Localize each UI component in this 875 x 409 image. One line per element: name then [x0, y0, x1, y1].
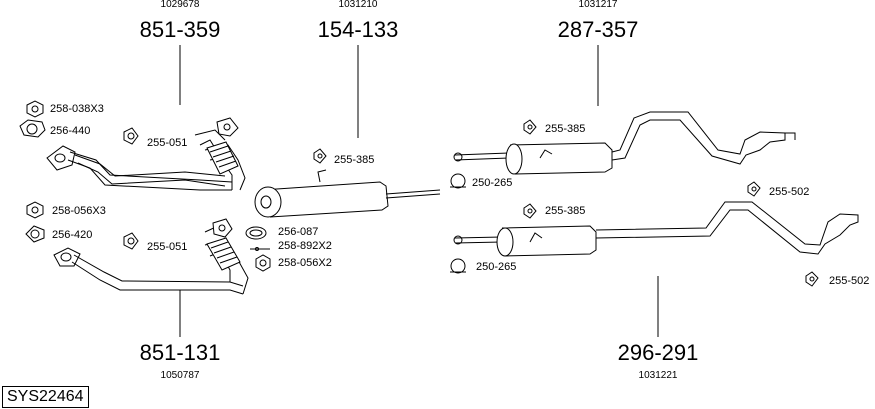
part-number-1[interactable]: 851-359	[139, 17, 221, 42]
centre-muffler-154-133	[255, 170, 440, 217]
label-255-385-mid[interactable]: 255-385	[334, 154, 375, 166]
label-255-051-bottom[interactable]: 255-051	[147, 241, 188, 253]
rear-system-287-357	[454, 112, 795, 174]
label-258-056-mid[interactable]: 258-056X2	[278, 257, 332, 269]
ref-number-4: 1050787	[160, 370, 200, 381]
label-256-420[interactable]: 256-420	[52, 229, 93, 241]
part-number-5[interactable]: 296-291	[617, 340, 699, 365]
ref-number-1: 1029678	[160, 0, 200, 10]
label-258-056-left[interactable]: 258-056X3	[52, 205, 106, 217]
rear-system-296-291	[454, 202, 858, 256]
label-250-265-top[interactable]: 250-265	[472, 177, 513, 189]
ref-number-5: 1031221	[638, 370, 678, 381]
label-255-051-top[interactable]: 255-051	[147, 137, 188, 149]
label-256-440[interactable]: 256-440	[50, 125, 91, 137]
fittings	[20, 101, 818, 286]
part-number-4[interactable]: 851-131	[139, 340, 221, 365]
leader-lines	[180, 45, 658, 337]
label-255-502-top[interactable]: 255-502	[769, 186, 810, 198]
ref-number-3: 1031217	[578, 0, 618, 10]
front-pipe-851-131	[54, 219, 248, 294]
label-250-265-bottom[interactable]: 250-265	[476, 261, 517, 273]
label-258-892[interactable]: 258-892X2	[278, 240, 332, 252]
front-pipe-851-359	[47, 118, 245, 190]
part-number-3[interactable]: 287-357	[557, 17, 639, 42]
label-255-502-bottom[interactable]: 255-502	[829, 275, 870, 287]
part-number-2[interactable]: 154-133	[317, 17, 399, 42]
label-255-385-bottom[interactable]: 255-385	[545, 205, 586, 217]
label-258-038[interactable]: 258-038X3	[50, 103, 104, 115]
label-256-087[interactable]: 256-087	[278, 226, 319, 238]
ref-number-2: 1031210	[338, 0, 378, 10]
label-255-385-top[interactable]: 255-385	[545, 123, 586, 135]
system-code: SYS22464	[2, 386, 89, 408]
